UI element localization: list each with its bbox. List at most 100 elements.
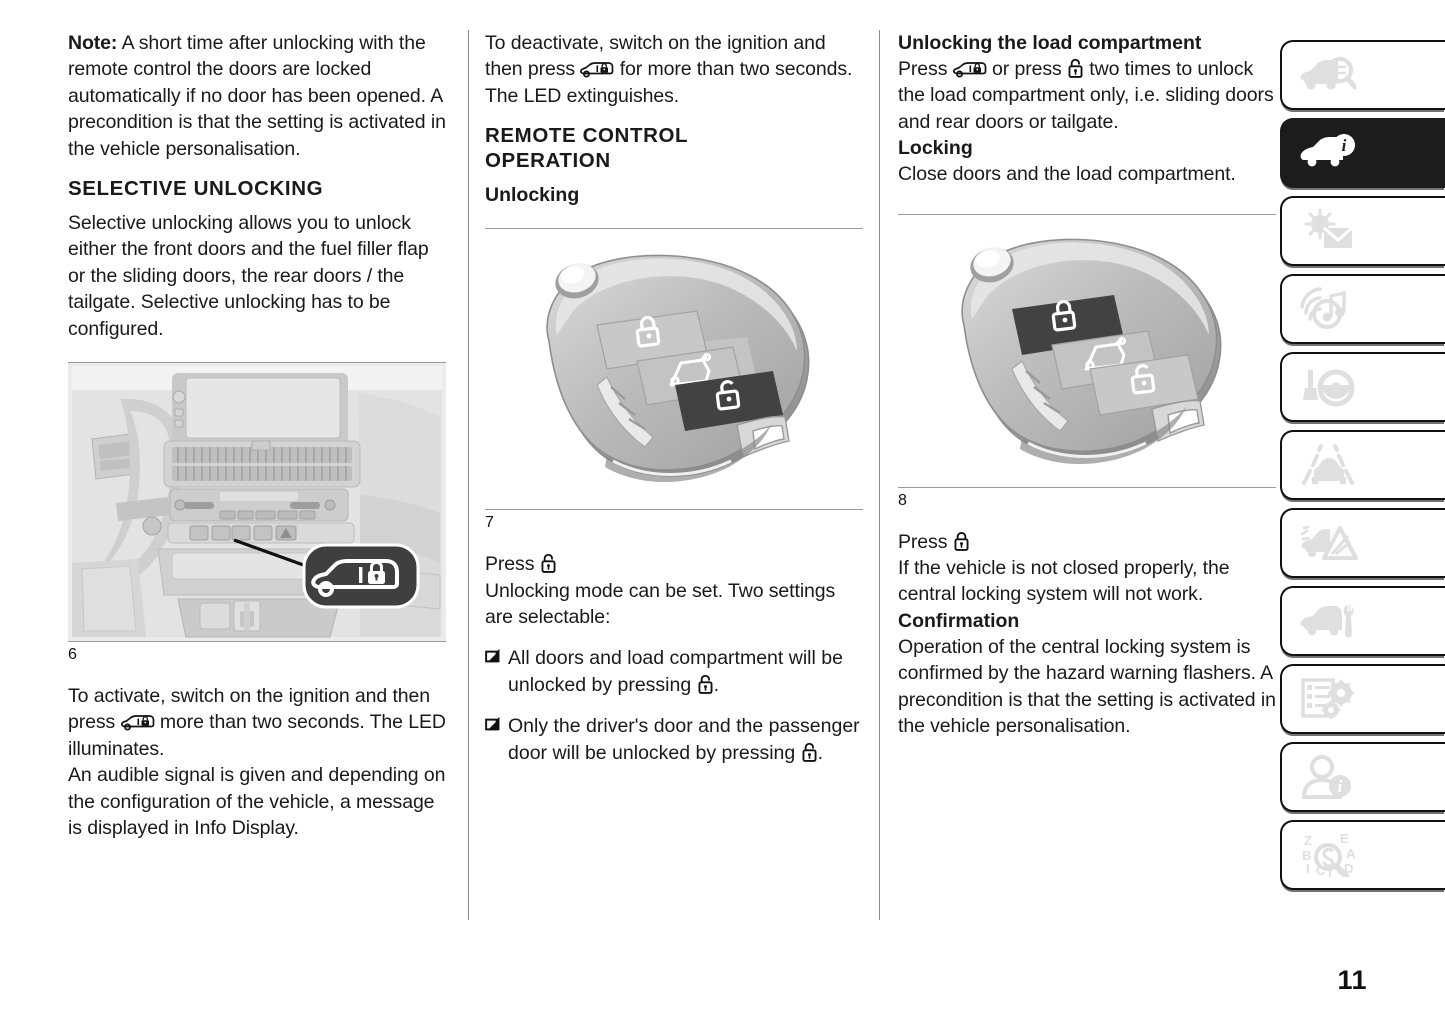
bullet-2-text: Only the driver's door and the passenger… [508, 715, 860, 764]
bullet-item-2: Only the driver's door and the passenger… [485, 713, 863, 766]
padlock-open-icon [1067, 57, 1084, 79]
page-number: 11 [1337, 965, 1367, 995]
chapter-tabs-sidebar: i [1280, 40, 1445, 898]
wifi-music-icon [1300, 287, 1346, 329]
bullet-item-1: All doors and load compartment will be u… [485, 645, 863, 698]
figure-8-rule-top [898, 213, 1276, 215]
tab-technical-data[interactable] [1280, 664, 1445, 734]
unlocking-mode-paragraph: Unlocking mode can be set. Two settings … [485, 579, 836, 629]
figure-6-number: 6 [68, 646, 77, 664]
figure-8: 8 [898, 213, 1276, 511]
svg-text:C: C [1316, 863, 1326, 877]
heading-unlocking-load-compartment: Unlocking the load compartment [898, 32, 1202, 54]
selective-unlocking-paragraph: Selective unlocking allows you to unlock… [68, 212, 429, 340]
note-paragraph: Note: A short time after unlocking with … [68, 30, 446, 162]
alphabet-magnifier-icon: Z B I C T E A D [1302, 833, 1356, 877]
lane-assist-car-icon [1302, 444, 1354, 485]
tab-lights-visibility[interactable] [1280, 196, 1445, 266]
activate-text-1: To activate, switch on the ignition and … [68, 685, 430, 734]
load-text-2: or press [986, 58, 1067, 80]
tab-maintenance[interactable] [1280, 586, 1445, 656]
svg-text:A: A [1346, 846, 1356, 861]
svg-text:i: i [1338, 777, 1343, 796]
column-3: Unlocking the load compartment Press or … [898, 30, 1276, 920]
load-compartment-paragraph: Press or press two times to unlock the l… [898, 56, 1276, 135]
figure-6-rule-bottom [68, 641, 446, 643]
tab-infotainment[interactable] [1280, 274, 1445, 344]
figure-8-rule-bottom [898, 486, 1276, 488]
figure-7: 7 [485, 228, 863, 533]
note-label: Note: [68, 32, 118, 54]
svg-text:Z: Z [1304, 833, 1312, 848]
not-closed-paragraph: If the vehicle is not closed properly, t… [898, 557, 1230, 606]
tab-customer-info[interactable]: i [1280, 742, 1445, 812]
car-magnifier-icon [1300, 57, 1356, 90]
car-wrench-icon [1300, 604, 1354, 638]
car-lock-button-callout [302, 543, 420, 609]
column-2: To deactivate, switch on the ignition an… [485, 30, 863, 920]
car-lock-icon [953, 60, 987, 79]
figure-8-number: 8 [898, 491, 907, 509]
key-fob-unlocking-illustration [485, 229, 863, 510]
confirmation-paragraph: Operation of the central locking system … [898, 635, 1276, 738]
press-lock-line: Press [898, 529, 1276, 555]
car-warning-triangle-icon [1300, 525, 1358, 560]
tab-driving-assistance[interactable] [1280, 430, 1445, 500]
list-gears-icon [1301, 678, 1355, 720]
tab-index[interactable]: Z B I C T E A D [1280, 820, 1445, 890]
bullet-1-text: All doors and load compartment will be u… [508, 647, 843, 696]
note-text: A short time after unlocking with the re… [68, 32, 446, 160]
svg-text:T: T [1326, 865, 1334, 877]
figure-7-number: 7 [485, 514, 494, 532]
column-1: Note: A short time after unlocking with … [68, 30, 446, 920]
column-divider-2 [879, 30, 880, 920]
activate-paragraph: To activate, switch on the ignition and … [68, 683, 446, 762]
bullet-1-suffix: . [713, 673, 720, 696]
subheading-unlocking: Unlocking [485, 184, 580, 207]
car-lock-icon [580, 60, 614, 79]
person-info-icon: i [1301, 755, 1351, 799]
dashboard-illustration [68, 363, 446, 642]
heading-locking: Locking [898, 137, 973, 160]
gearstick-steering-icon [1303, 369, 1355, 407]
svg-text:B: B [1302, 848, 1311, 863]
load-text-3: two times to unlock the load compartment… [898, 58, 1274, 133]
car-lock-icon [121, 713, 155, 732]
deactivate-paragraph: To deactivate, switch on the ignition an… [485, 30, 863, 109]
figure-6: 6 [68, 362, 446, 665]
svg-text:i: i [1342, 136, 1347, 155]
press-label: Press [898, 530, 953, 553]
svg-text:I: I [1306, 861, 1310, 876]
heading-confirmation: Confirmation [898, 609, 1020, 632]
deactivate-text-1: To deactivate, switch on the ignition an… [485, 32, 826, 81]
car-info-icon: i [1300, 134, 1355, 167]
locking-paragraph: Close doors and the load compartment. [898, 163, 1236, 186]
figure-7-rule-bottom [485, 509, 863, 511]
sun-envelope-icon [1304, 209, 1353, 248]
heading-remote-control-operation: REMOTE CONTROL OPERATION [485, 124, 688, 173]
press-label: Press [485, 553, 540, 576]
press-unlock-line: Press [485, 551, 863, 577]
square-bullet-icon [485, 717, 500, 732]
padlock-closed-icon [953, 530, 970, 552]
svg-text:D: D [1344, 861, 1353, 876]
deactivate-text-2: for more than two seconds. The LED extin… [485, 58, 853, 107]
bullet-2-suffix: . [817, 741, 824, 764]
audible-signal-paragraph: An audible signal is given and depending… [68, 764, 446, 840]
key-fob-locking-illustration [902, 214, 1272, 487]
heading-selective-unlocking: SELECTIVE UNLOCKING [68, 177, 324, 201]
svg-text:E: E [1340, 833, 1349, 846]
tab-at-a-glance[interactable] [1280, 40, 1445, 110]
padlock-open-icon [697, 673, 714, 695]
padlock-open-icon [540, 552, 557, 574]
column-divider-1 [468, 30, 469, 920]
figure-7-rule-top [485, 228, 863, 230]
tab-emergency[interactable] [1280, 508, 1445, 578]
square-bullet-icon [485, 649, 500, 664]
padlock-open-icon [801, 741, 818, 763]
tab-driving[interactable] [1280, 352, 1445, 422]
activate-text-2: more than two seconds. The LED illuminat… [68, 711, 446, 760]
tab-vehicle-info[interactable]: i [1280, 118, 1445, 188]
figure-6-rule-top [68, 362, 446, 364]
